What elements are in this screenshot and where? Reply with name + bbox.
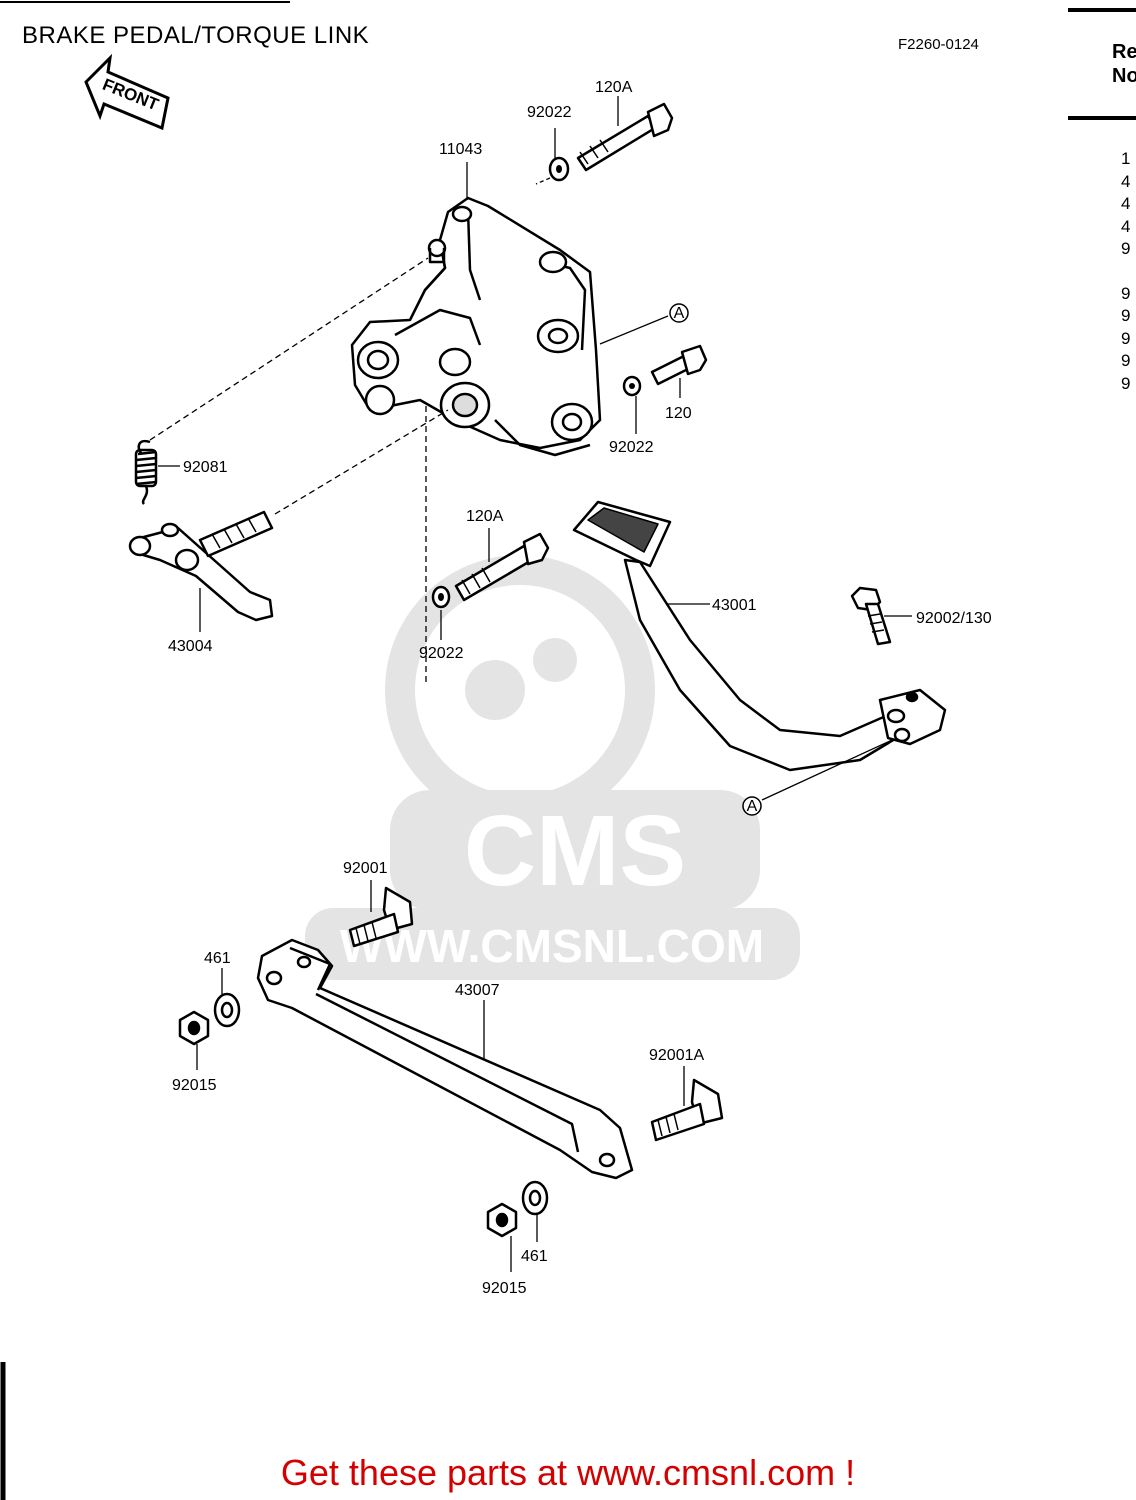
nut-92015-right [486, 1202, 518, 1238]
watermark-url-block [305, 908, 800, 980]
callout-92022: 92022 [527, 104, 572, 121]
ref-number: 9 [1121, 306, 1131, 325]
ref-number: 4 [1121, 216, 1131, 236]
torque-link-43007 [256, 938, 634, 1180]
pin-92001 [348, 886, 414, 948]
callout-92001: 92001 [343, 860, 388, 877]
svg-text:A: A [674, 305, 685, 322]
bolt-92002-130 [850, 586, 892, 646]
ref-no-header: Re No [1112, 41, 1136, 87]
callout-92022: 92022 [419, 645, 464, 662]
callout-43004: 43004 [168, 638, 213, 655]
ref-number: 4 [1121, 194, 1131, 213]
ref-number: 9 [1121, 328, 1131, 348]
callout-92081: 92081 [183, 459, 228, 476]
diagram-code: F2260-0124 [898, 36, 979, 53]
callout-92022: 92022 [609, 439, 654, 456]
callout-43007: 43007 [455, 982, 500, 999]
front-arrow-icon: FRONT [84, 53, 170, 131]
callout-92001a: 92001A [649, 1047, 704, 1064]
watermark-logo-block [390, 790, 760, 910]
ref-number: 9 [1121, 373, 1131, 393]
callout-120: 120 [665, 405, 692, 422]
watermark-logo-text: CMS [464, 795, 686, 907]
callout-120a: 120A [595, 79, 633, 96]
callout-461: 461 [521, 1248, 548, 1265]
bracket-part [350, 196, 602, 457]
callout-92002-130: 92002/130 [916, 610, 992, 627]
ref-number: 4 [1121, 171, 1131, 191]
bolt-120a-top [576, 102, 674, 172]
bolt-120 [650, 344, 708, 386]
cta-link[interactable]: Get these parts at www.cmsnl.com ! [0, 1452, 1136, 1494]
diagram-title: BRAKE PEDAL/TORQUE LINK [22, 22, 370, 49]
ref-number: 9 [1121, 239, 1131, 258]
leader-lines [149, 96, 912, 1272]
ref-number: 9 [1121, 283, 1131, 303]
reference-marker-a-top: A [669, 303, 689, 323]
nut-92015-left [178, 1010, 210, 1046]
callout-92015: 92015 [482, 1280, 527, 1297]
spring-92081 [134, 439, 158, 505]
lever-43004 [128, 510, 274, 622]
watermark-mascot-eye [533, 638, 577, 682]
callout-120a: 120A [466, 508, 504, 525]
pin-92001a [650, 1078, 724, 1142]
callout-11043: 11043 [439, 141, 482, 158]
callout-461: 461 [204, 950, 231, 967]
ref-number-column: 1 4 4 4 9 9 9 9 9 9 [1121, 148, 1130, 395]
callout-43001: 43001 [712, 597, 757, 614]
bolt-120a-mid [454, 532, 550, 602]
watermark-url-text: WWW.CMSNL.COM [340, 920, 764, 972]
brake-pedal-43001 [572, 500, 947, 772]
cta-text[interactable]: Get these parts at www.cmsnl.com ! [280, 1452, 856, 1493]
svg-text:A: A [747, 798, 758, 815]
ref-number: 9 [1121, 351, 1131, 370]
watermark-mascot-eye [465, 660, 525, 720]
ref-number: 1 [1121, 149, 1131, 168]
callout-92015: 92015 [172, 1077, 217, 1094]
reference-marker-a-bottom: A [742, 796, 762, 816]
cms-watermark: CMS WWW.CMSNL.COM [305, 555, 800, 980]
